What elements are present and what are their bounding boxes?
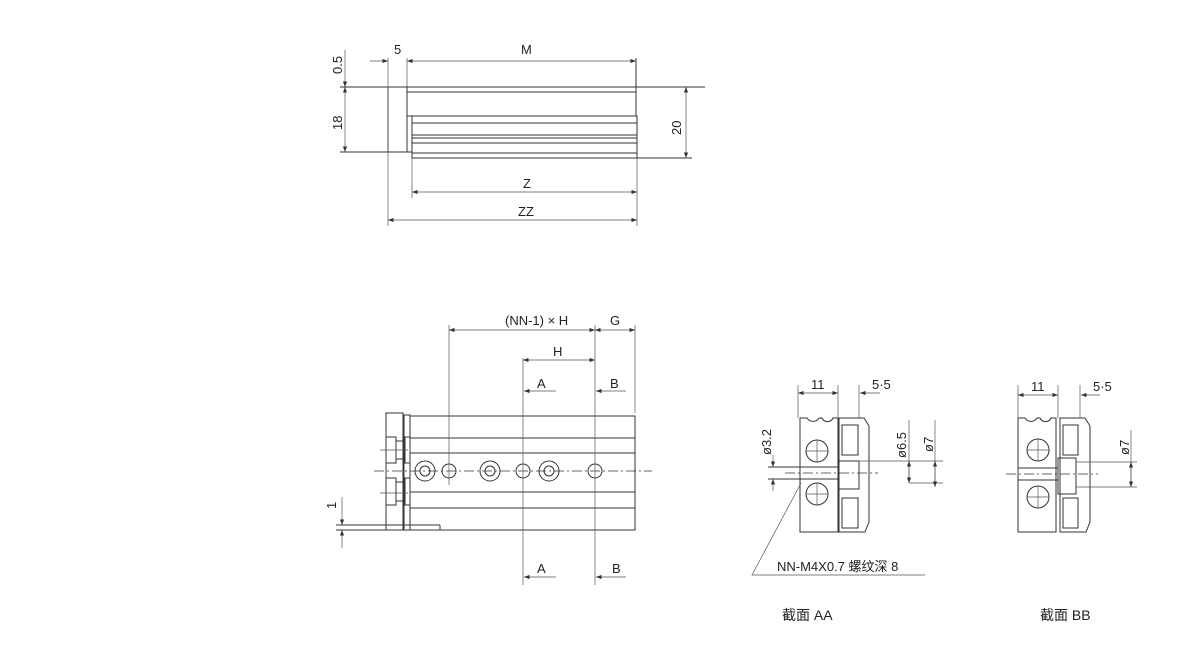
front-view: (NN-1) × H G H A B A B 1 <box>324 313 652 585</box>
dim-G: G <box>610 313 620 328</box>
caption-aa: 截面 AA <box>782 607 833 623</box>
dim-pitch: (NN-1) × H <box>505 313 568 328</box>
dim-H: H <box>553 344 562 359</box>
dim-d7: ø7 <box>921 437 936 452</box>
section-b-bottom: B <box>612 561 621 576</box>
section-aa: 11 5·5 ø3.2 ø6.5 ø7 NN-M4X0.7 螺纹深 8 截面 A… <box>751 377 943 623</box>
dim-d3-2: ø3.2 <box>759 429 774 455</box>
dim-5-5: 5·5 <box>872 377 891 392</box>
dim-ZZ: ZZ <box>518 204 534 219</box>
dim-d7: ø7 <box>1117 440 1132 455</box>
caption-bb: 截面 BB <box>1040 607 1091 623</box>
dim-11: 11 <box>811 377 825 392</box>
dim-1: 1 <box>324 502 339 509</box>
dim-5: 5 <box>394 42 401 57</box>
dim-M: M <box>521 42 532 57</box>
dim-Z: Z <box>523 176 531 191</box>
dim-0-5: 0.5 <box>330 56 345 74</box>
thread-note: NN-M4X0.7 螺纹深 8 <box>777 559 898 574</box>
top-view: 0.5 5 M 18 20 Z ZZ <box>330 42 705 226</box>
dim-20: 20 <box>669 121 684 135</box>
dim-5-5: 5·5 <box>1093 379 1112 394</box>
section-a-top: A <box>537 376 546 391</box>
section-bb: 11 5·5 ø7 截面 BB <box>1006 379 1137 623</box>
dim-d6-5: ø6.5 <box>894 432 909 458</box>
section-b-top: B <box>610 376 619 391</box>
dim-11: 11 <box>1031 379 1045 394</box>
section-a-bottom: A <box>537 561 546 576</box>
dim-18: 18 <box>330 116 345 130</box>
